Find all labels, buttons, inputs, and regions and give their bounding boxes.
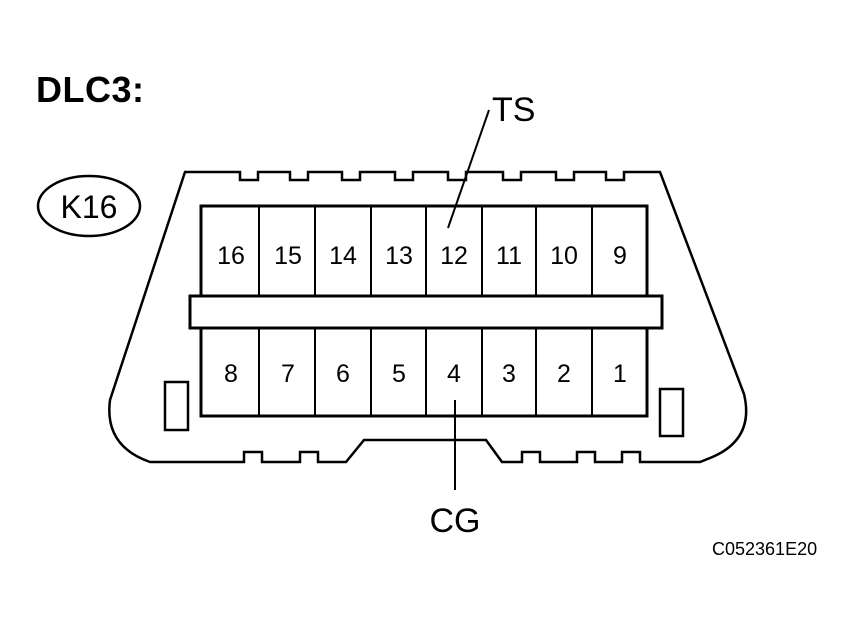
pin-number-8: 8 — [224, 360, 238, 388]
figure-code: C052361E20 — [712, 539, 818, 559]
left-latch — [163, 380, 190, 432]
pin-number-3: 3 — [502, 360, 516, 388]
pin-number-16: 16 — [217, 242, 245, 270]
pin-number-7: 7 — [281, 360, 295, 388]
ts-callout-label: TS — [492, 91, 535, 129]
pin-block: 16 15 14 13 12 11 10 9 8 7 6 5 4 3 2 1 — [188, 204, 664, 418]
diagram-title: DLC3: — [36, 69, 145, 110]
right-latch — [658, 387, 685, 438]
bottom-pin-row-frame — [199, 326, 649, 418]
pin-number-9: 9 — [613, 242, 627, 270]
ts-leader-line — [447, 109, 490, 229]
pin-number-14: 14 — [329, 242, 357, 270]
connector-id-badge: K16 — [36, 174, 142, 238]
connector-outline — [108, 170, 748, 464]
pin-number-10: 10 — [550, 242, 578, 270]
pin-number-6: 6 — [336, 360, 350, 388]
connector-body — [108, 170, 748, 464]
pin-dividers — [258, 206, 593, 416]
connector-id-label: K16 — [61, 189, 118, 225]
pin-number-1: 1 — [613, 360, 627, 388]
pin-number-13: 13 — [385, 242, 413, 270]
center-divider-bar — [188, 294, 664, 330]
bottom-key-notch — [345, 439, 503, 463]
connector-id-ellipse — [36, 174, 142, 238]
top-pin-row-frame — [199, 204, 649, 298]
cg-callout-label: CG — [430, 502, 481, 540]
pin-number-15: 15 — [274, 242, 302, 270]
pin-number-12: 12 — [440, 242, 468, 270]
cg-callout: CG — [430, 400, 481, 540]
pin-number-2: 2 — [557, 360, 571, 388]
bottom-pin-row: 8 7 6 5 4 3 2 1 — [224, 360, 627, 388]
pin-number-5: 5 — [392, 360, 406, 388]
top-pin-row: 16 15 14 13 12 11 10 9 — [217, 242, 627, 270]
ts-callout: TS — [447, 91, 535, 229]
pin-number-11: 11 — [496, 242, 522, 270]
pin-number-4: 4 — [447, 360, 461, 388]
